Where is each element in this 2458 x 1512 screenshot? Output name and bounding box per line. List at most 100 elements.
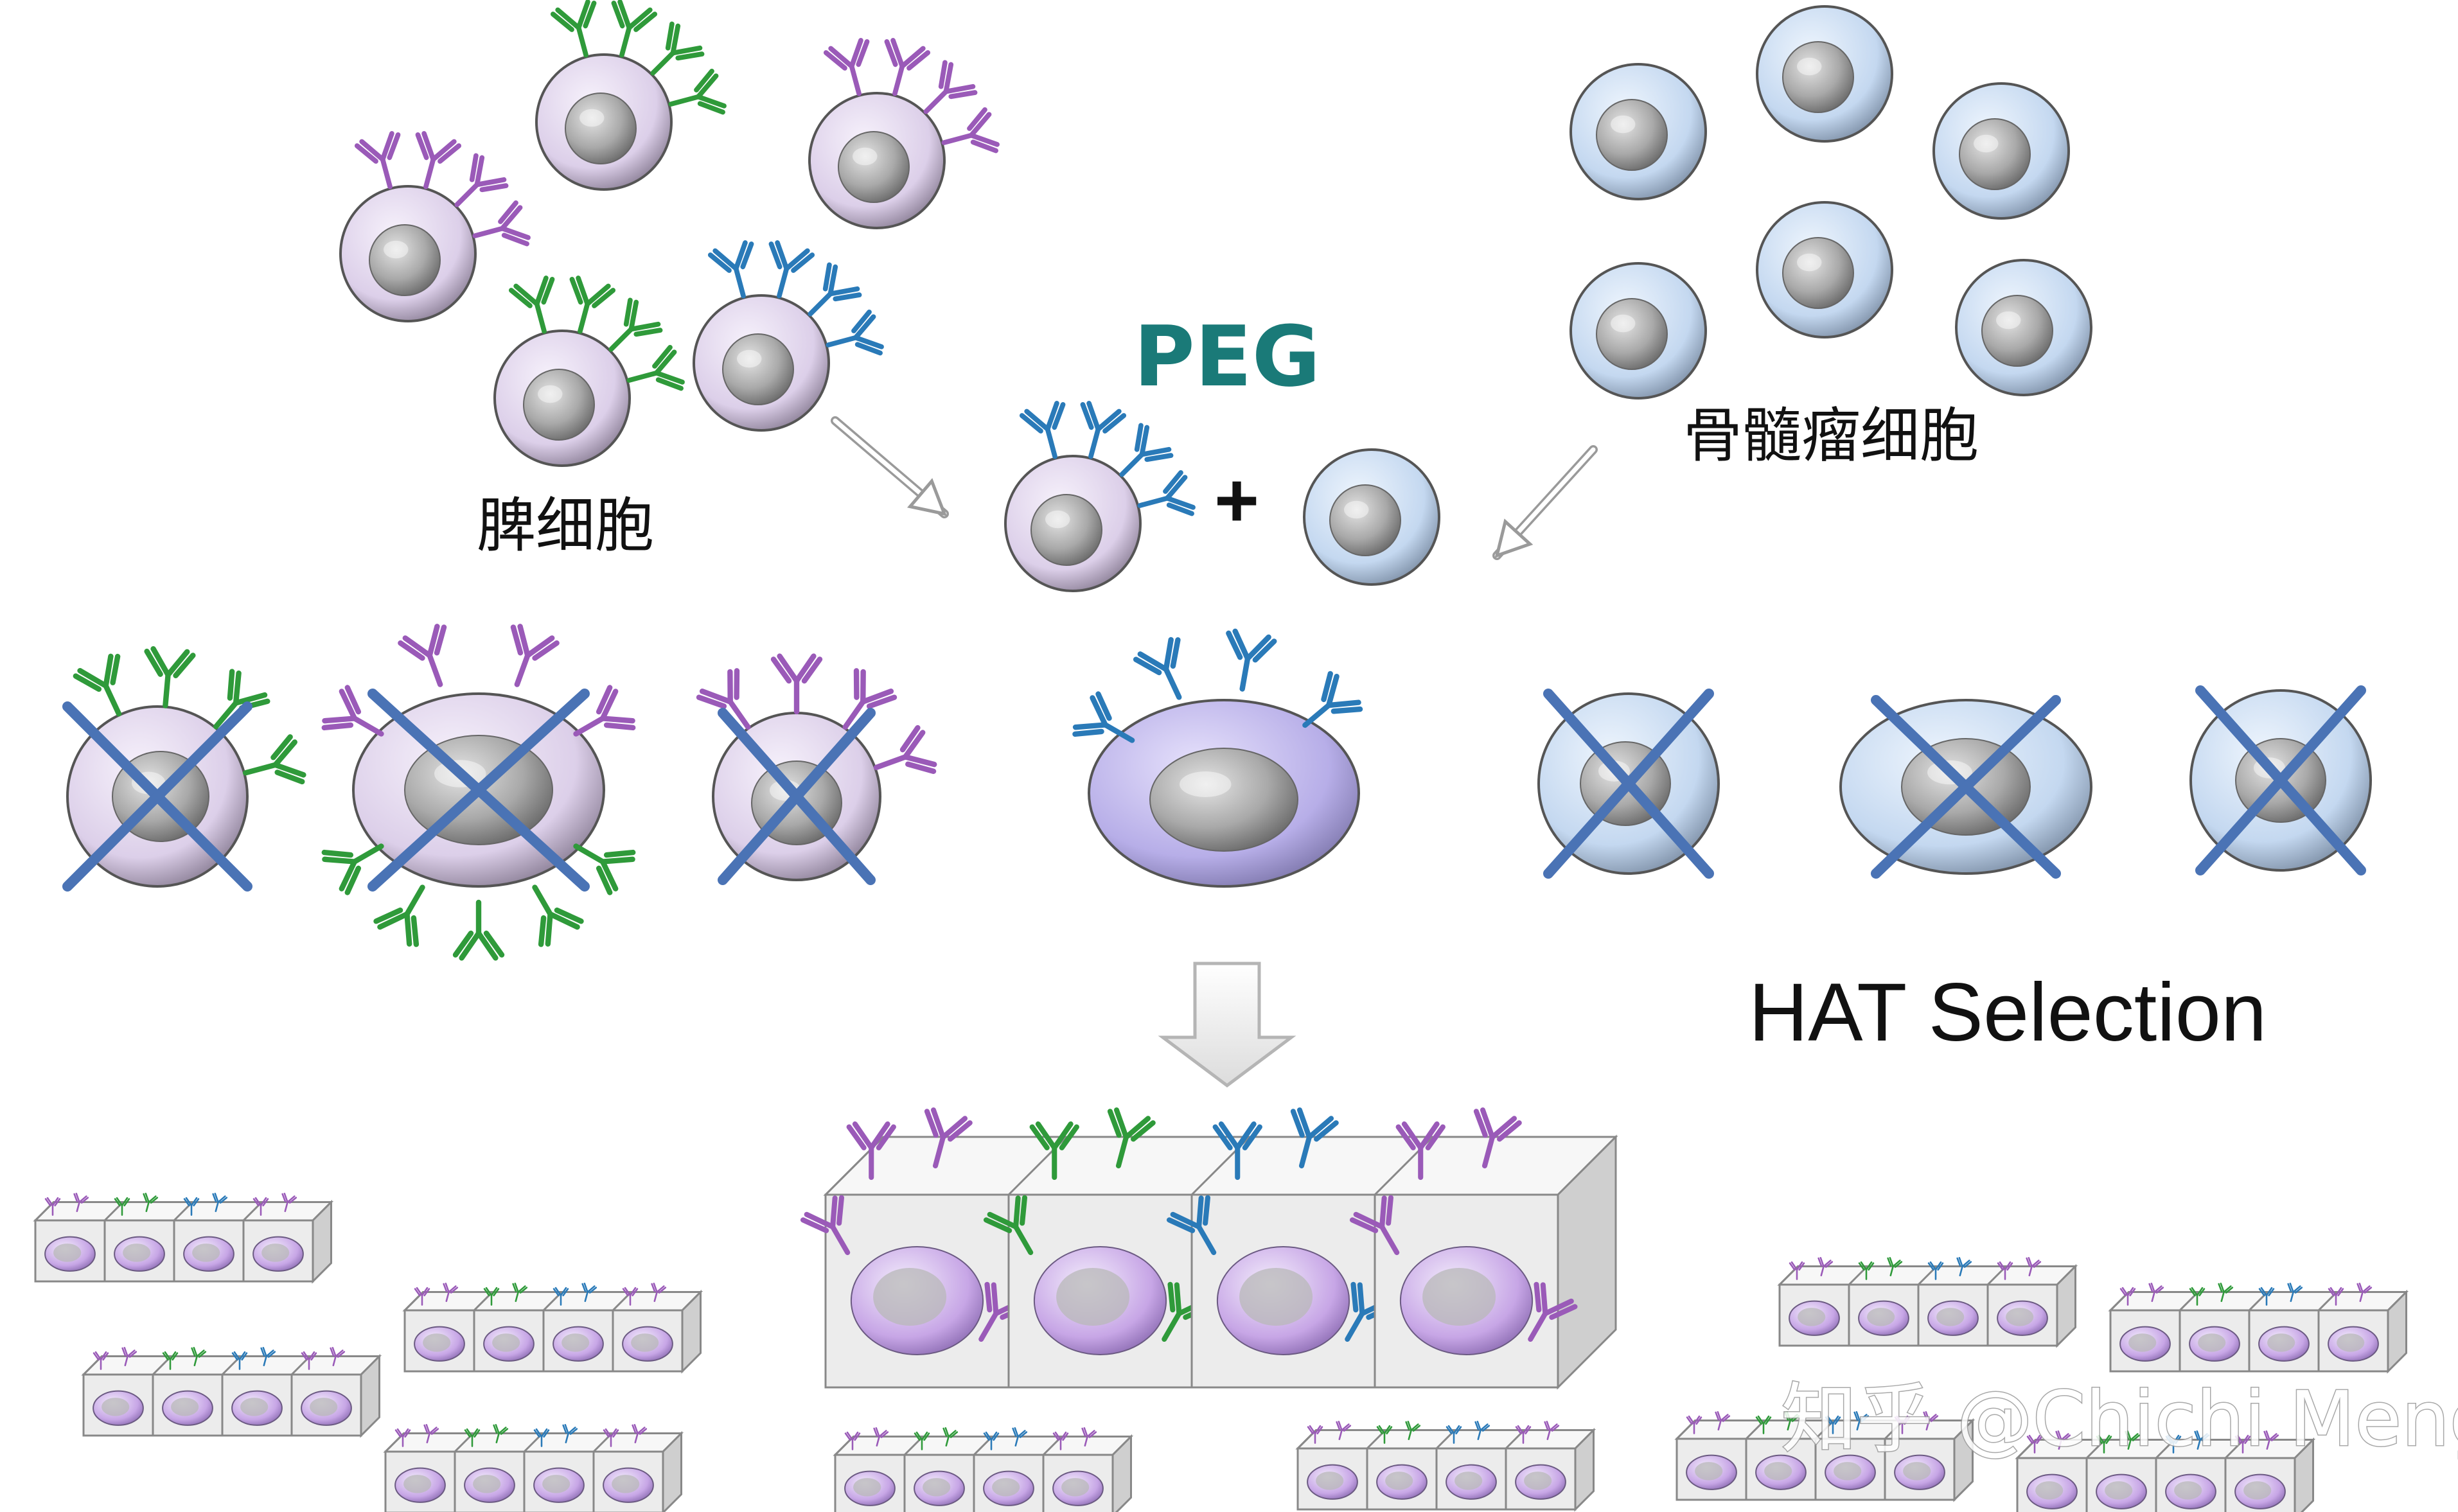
plus-sign: + xyxy=(1214,457,1259,543)
x-cross-icon xyxy=(2195,685,2366,875)
antibody-icon xyxy=(1715,1411,1731,1431)
nucleus xyxy=(1030,494,1102,566)
antibody-icon xyxy=(1817,1256,1834,1277)
antibody-icon xyxy=(1029,1121,1079,1181)
antibody-icon xyxy=(508,276,555,334)
antibody-icon xyxy=(650,21,705,76)
small-well-plate xyxy=(2015,1430,2316,1512)
antibody-icon xyxy=(2119,1287,2136,1306)
antibody-icon xyxy=(2356,1282,2373,1303)
down-arrow-icon xyxy=(1158,962,1296,1088)
antibody-icon xyxy=(394,1428,411,1447)
antibody-icon xyxy=(73,1192,89,1213)
myeloma-cell xyxy=(1756,201,1893,338)
antibody-icon xyxy=(2263,1430,2279,1450)
antibody-icon xyxy=(398,624,447,687)
nucleus xyxy=(1981,295,2053,367)
antibody-icon xyxy=(983,1195,1034,1256)
antibody-icon xyxy=(2165,1434,2182,1454)
nucleus xyxy=(1596,298,1668,370)
antibody-icon xyxy=(983,1431,1000,1450)
antibody-icon xyxy=(1226,628,1277,692)
antibody-icon xyxy=(2096,1434,2112,1454)
antibody-icon xyxy=(93,1351,109,1370)
diagonal-arrow-icon xyxy=(1492,445,1598,560)
antibody-icon xyxy=(44,1197,61,1216)
antibody-icon xyxy=(415,131,462,189)
antibody-icon xyxy=(846,1121,896,1181)
antibody-icon xyxy=(826,309,884,356)
antibody-icon xyxy=(1080,401,1127,459)
antibody-icon xyxy=(191,1346,207,1367)
large-well-plate xyxy=(800,1107,1618,1390)
antibody-icon xyxy=(768,240,815,299)
antibody-icon xyxy=(183,1197,200,1216)
antibody-icon xyxy=(884,38,931,96)
antibody-icon xyxy=(611,0,658,58)
antibody-icon xyxy=(443,1282,459,1303)
antibody-icon xyxy=(2287,1282,2303,1303)
antibody-icon xyxy=(844,1431,861,1450)
antibody-icon xyxy=(1789,1261,1805,1280)
antibody-icon xyxy=(114,1197,130,1216)
antibody-icon xyxy=(1137,470,1196,516)
spleen-cell xyxy=(693,294,830,432)
small-well-plate xyxy=(1674,1411,1976,1502)
antibody-icon xyxy=(914,1431,930,1450)
antibody-icon xyxy=(1887,1256,1903,1277)
antibody-icon xyxy=(573,685,636,737)
antibody-icon xyxy=(1166,1195,1217,1256)
hat-selection-label: HAT Selection xyxy=(1749,967,2267,1059)
myeloma-cell xyxy=(1569,262,1707,400)
antibody-icon xyxy=(2328,1287,2344,1306)
spleen-cell-fusion xyxy=(1004,455,1142,592)
watermark: 知乎 @Chichi Meng xyxy=(1781,1375,2458,1463)
antibody-icon xyxy=(1302,671,1363,728)
antibody-icon xyxy=(1019,401,1066,459)
antibody-icon xyxy=(2148,1282,2164,1303)
nucleus xyxy=(565,92,637,164)
antibody-icon xyxy=(1012,1427,1028,1447)
antibody-icon xyxy=(144,646,196,708)
antibody-icon xyxy=(1052,1431,1069,1450)
antibody-icon xyxy=(2026,1256,2042,1277)
antibody-icon xyxy=(873,1427,889,1447)
antibody-icon xyxy=(668,68,727,115)
antibody-icon xyxy=(1755,1415,1772,1434)
antibody-icon xyxy=(2055,1430,2071,1450)
myeloma-cell-fusion xyxy=(1303,448,1440,586)
diagonal-arrow-icon xyxy=(831,416,949,518)
antibody-icon xyxy=(873,725,937,774)
nucleus xyxy=(523,369,595,441)
antibody-icon xyxy=(842,668,897,730)
antibody-icon xyxy=(1853,1411,1870,1431)
nucleus xyxy=(369,224,441,296)
antibody-icon xyxy=(1997,1261,2013,1280)
small-well-plate xyxy=(2108,1282,2409,1374)
antibody-icon xyxy=(1349,1195,1400,1256)
antibody-icon xyxy=(452,899,505,961)
antibody-icon xyxy=(1927,1261,1944,1280)
antibody-icon xyxy=(1858,1261,1875,1280)
antibody-icon xyxy=(626,344,685,391)
antibody-icon xyxy=(373,884,425,947)
x-cross-icon xyxy=(367,689,590,892)
antibody-icon xyxy=(2026,1434,2043,1454)
antibody-icon xyxy=(651,1282,667,1303)
antibody-icon xyxy=(1515,1425,1532,1444)
spleen-cell xyxy=(535,53,673,191)
x-cross-icon xyxy=(1871,695,2061,879)
antibody-icon xyxy=(1376,1425,1393,1444)
antibody-icon xyxy=(532,884,584,947)
antibody-icon xyxy=(924,1107,973,1169)
small-well-plate xyxy=(383,1423,684,1512)
nucleus xyxy=(1149,748,1298,852)
antibody-icon xyxy=(573,843,636,895)
antibody-icon xyxy=(770,653,823,715)
small-well-plate xyxy=(1295,1420,1596,1512)
myeloma-cell xyxy=(1932,82,2070,220)
antibody-icon xyxy=(330,1346,346,1367)
antibody-icon xyxy=(510,624,560,687)
antibody-icon xyxy=(2258,1287,2275,1306)
antibody-icon xyxy=(143,1192,159,1213)
